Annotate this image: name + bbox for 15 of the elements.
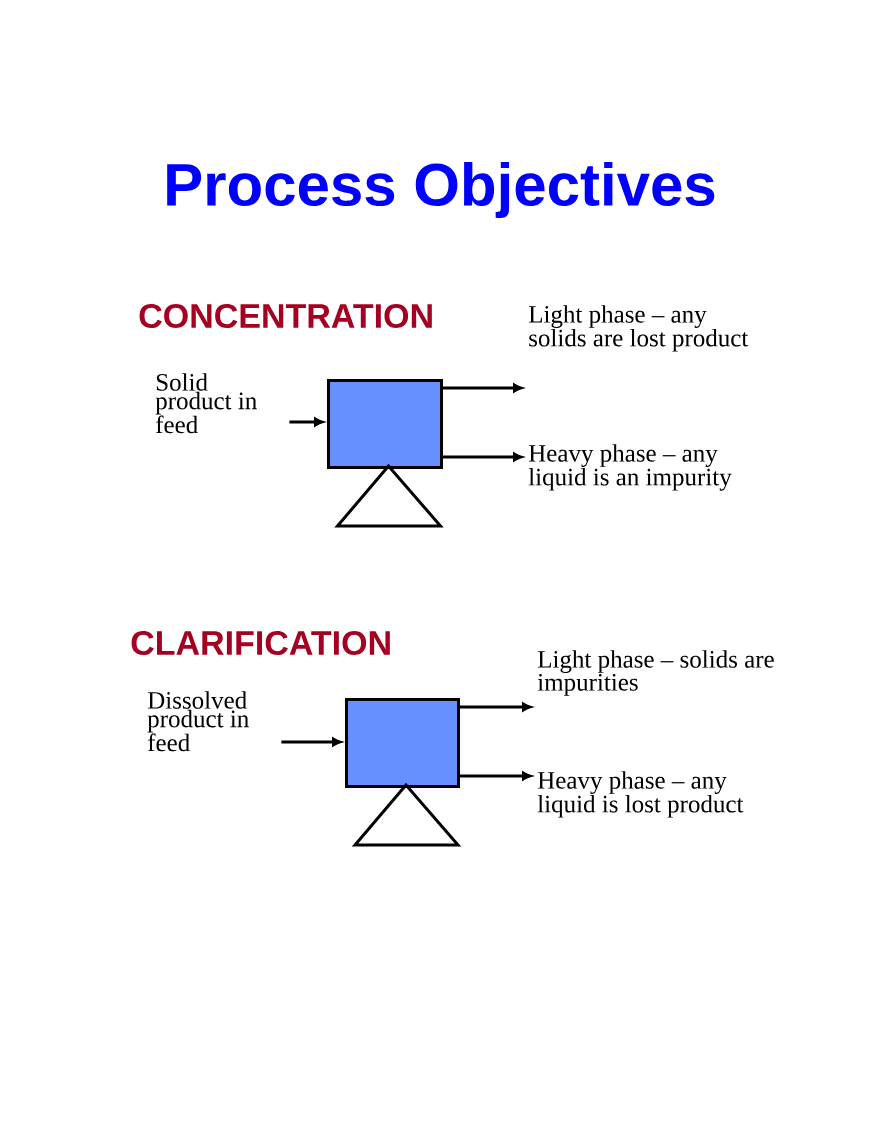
arrow [443, 452, 523, 462]
stream-label: Heavy phase – any liquid is lost product [537, 771, 744, 818]
arrow [443, 383, 523, 393]
stream-label: Solid product in feed [155, 373, 257, 434]
arrow [460, 702, 532, 712]
arrow [281, 737, 342, 747]
stream-label: Light phase – solids are impurities [537, 650, 774, 696]
stream-label: Light phase – any solids are lost product [528, 305, 749, 352]
stream-label: Dissolved product in feed [147, 691, 249, 752]
section-heading: CLARIFICATION [131, 630, 390, 656]
section-heading: CONCENTRATION [139, 303, 432, 329]
arrow [460, 771, 532, 781]
title: Process Objectives [167, 162, 715, 218]
arrow [289, 417, 324, 427]
stream-label: Heavy phase – any liquid is an impurity [528, 444, 732, 491]
